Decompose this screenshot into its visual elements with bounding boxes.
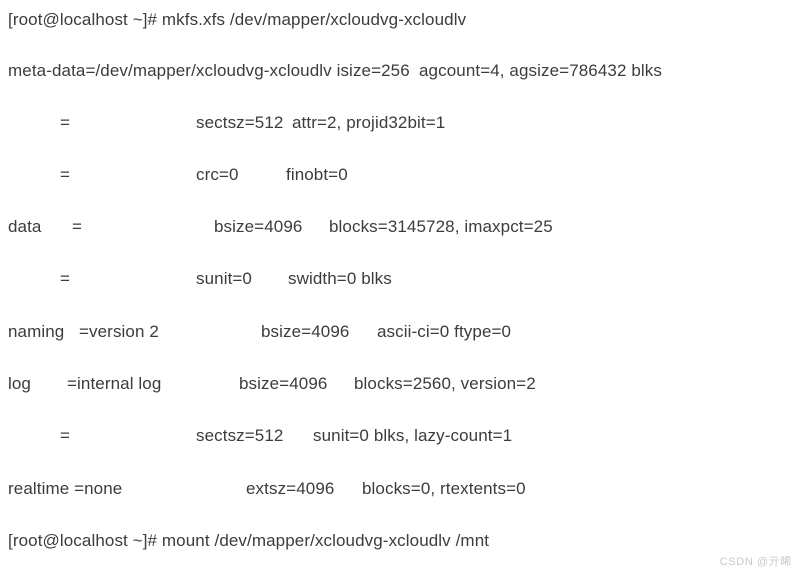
- terminal-output-line: data = bsize=4096 blocks=3145728, imaxpct=2…: [0, 215, 800, 239]
- terminal-text-segment: attr=2, projid32bit=1: [292, 113, 446, 132]
- terminal-text-segment: crc=0: [196, 165, 239, 184]
- terminal-output-line: realtime =none extsz=4096 blocks=0, rtexte…: [0, 477, 800, 501]
- terminal-command-line: [root@localhost ~]# mount /dev/mapper/xc…: [0, 529, 800, 553]
- terminal-text-segment: =: [60, 269, 71, 288]
- terminal-text-segment: data: [8, 217, 42, 236]
- terminal-output-line: naming =version 2 bsize=4096 ascii-ci=0 fty…: [0, 320, 800, 344]
- terminal-text-segment: =version 2: [79, 322, 159, 341]
- terminal-text-segment: bsize=4096: [239, 374, 328, 393]
- terminal-text-segment: =: [60, 165, 71, 184]
- terminal-output-line: log =internal log bsize=4096 blocks=2560, v…: [0, 372, 800, 396]
- terminal-text-segment: agcount=4, agsize=786432 blks: [419, 61, 662, 80]
- terminal-text-segment: meta-data=/dev/mapper/xcloudvg-xcloudlv …: [8, 61, 410, 80]
- terminal-output-line: = crc=0 finobt=0: [0, 163, 800, 187]
- terminal-text-segment: =: [60, 426, 71, 445]
- terminal-output-line: meta-data=/dev/mapper/xcloudvg-xcloudlv …: [0, 59, 800, 83]
- terminal-text-segment: =internal log: [67, 374, 162, 393]
- terminal-text-segment: [root@localhost ~]# mount /dev/mapper/xc…: [8, 531, 490, 550]
- terminal-text-segment: sectsz=512: [196, 113, 284, 132]
- terminal-text-segment: extsz=4096: [246, 479, 335, 498]
- terminal-text-segment: finobt=0: [286, 165, 348, 184]
- terminal-text-segment: bsize=4096: [261, 322, 350, 341]
- terminal-text-segment: =: [72, 217, 83, 236]
- terminal-text-segment: naming: [8, 322, 65, 341]
- terminal-text-segment: sunit=0: [196, 269, 252, 288]
- terminal-output-line: = sectsz=512 attr=2, projid32bit=1: [0, 111, 800, 135]
- csdn-watermark: CSDN @亓晞: [719, 556, 792, 568]
- terminal-text-segment: sectsz=512: [196, 426, 284, 445]
- terminal-text-segment: blocks=2560, version=2: [354, 374, 536, 393]
- terminal-text-segment: bsize=4096: [214, 217, 303, 236]
- terminal-text-segment: log: [8, 374, 31, 393]
- terminal-text-segment: [root@localhost ~]# mkfs.xfs /dev/mapper…: [8, 10, 467, 29]
- terminal-text-segment: ascii-ci=0 ftype=0: [377, 322, 512, 341]
- terminal-text-segment: blocks=3145728, imaxpct=25: [329, 217, 553, 236]
- terminal-output-line: = sunit=0 swidth=0 blks: [0, 267, 800, 291]
- terminal-command-line: [root@localhost ~]# mkfs.xfs /dev/mapper…: [0, 8, 800, 32]
- terminal-text-segment: blocks=0, rtextents=0: [362, 479, 526, 498]
- terminal-output-line: = sectsz=512 sunit=0 blks, lazy-count=1: [0, 424, 800, 448]
- terminal-text-segment: sunit=0 blks, lazy-count=1: [313, 426, 513, 445]
- terminal-text-segment: =: [60, 113, 71, 132]
- terminal-text-segment: realtime =none: [8, 479, 123, 498]
- terminal-text-segment: swidth=0 blks: [288, 269, 392, 288]
